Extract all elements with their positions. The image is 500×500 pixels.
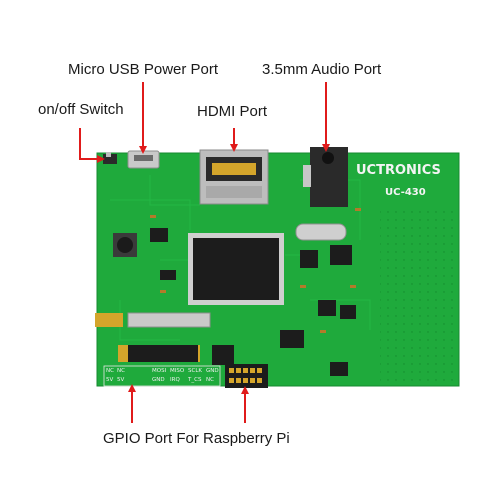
gpio-pin-label: GND [152,377,165,383]
gpio-pin-label: MOSI [152,368,167,374]
gpio-pin-label: T_CS [188,377,202,383]
pcb-traces [110,175,371,341]
label-gpio-port: GPIO Port For Raspberry Pi [103,430,290,447]
gpio-pin-label: NC [206,377,214,383]
gpio-pin-label: 5V [117,377,125,383]
fpc-connector [127,312,211,328]
gpio-pin-label: MISO [170,368,185,374]
board-brand: UCTRONICS [356,163,441,178]
gpio-silk-box [103,365,221,387]
board-model: UC-430 [385,187,426,198]
callout-arrows [79,82,330,423]
main-chip [193,238,279,300]
power-switch [103,154,117,164]
label-hdmi-port: HDMI Port [197,103,268,120]
gpio-pin-label: NC [117,368,125,374]
gpio-pin-label: IRQ [170,377,180,383]
smd-components [150,228,356,376]
gpio-pin-label: GND [206,368,219,374]
arrow-switch [79,128,105,163]
gpio-pin-label: 5V [106,377,114,383]
pcb-via-field [380,210,458,384]
gpio-header [225,364,268,388]
crystal-oscillator [295,223,347,241]
label-audio-port: 3.5mm Audio Port [262,61,382,78]
gpio-pin-label: SCLK [188,368,203,374]
label-on-off-switch: on/off Switch [38,101,124,118]
label-micro-usb-power-port: Micro USB Power Port [68,61,219,78]
gpio-pin-label: NC [106,368,114,374]
